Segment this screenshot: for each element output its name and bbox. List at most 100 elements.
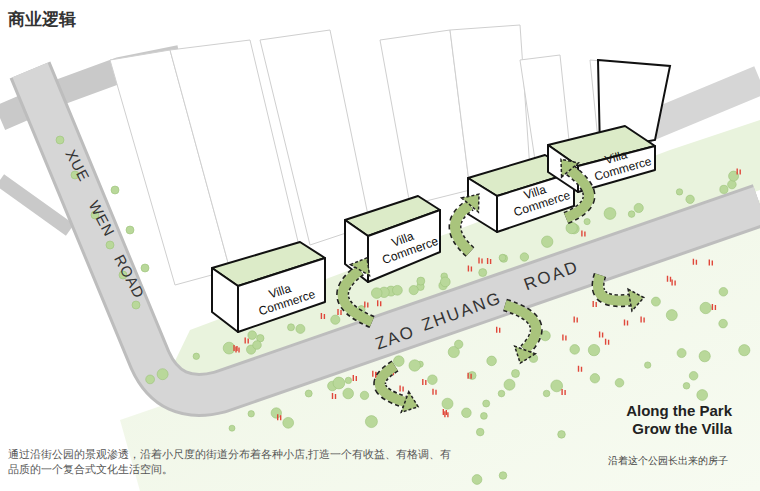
tree <box>472 475 482 485</box>
person <box>562 389 565 395</box>
tree <box>440 277 450 287</box>
tree <box>720 185 728 193</box>
tree <box>590 374 599 383</box>
title: 商业逻辑 <box>8 8 76 31</box>
arrow-outline <box>598 275 630 301</box>
person <box>737 168 740 174</box>
caption: 通过沿街公园的景观渗透，沿着小尺度的街道分布着各种小店,打造一个有收益、有格调、… <box>8 447 460 477</box>
tree <box>499 254 506 261</box>
tower-outlines <box>110 25 665 285</box>
tree <box>111 186 119 194</box>
person <box>606 339 609 345</box>
tree <box>677 349 686 358</box>
tree <box>628 211 635 218</box>
person <box>488 258 491 264</box>
person <box>400 386 403 392</box>
person <box>373 371 376 377</box>
tree <box>542 236 553 247</box>
tree <box>604 208 616 220</box>
person <box>468 266 471 272</box>
tree <box>481 413 488 420</box>
arrow-body <box>455 205 470 252</box>
person <box>433 389 436 395</box>
tree <box>345 377 351 383</box>
tree <box>483 400 490 407</box>
person <box>712 304 715 310</box>
person <box>709 260 712 266</box>
tree <box>666 310 677 321</box>
person <box>479 257 482 263</box>
person <box>668 276 671 282</box>
tree <box>676 189 682 195</box>
person <box>582 231 585 237</box>
tree <box>141 264 149 272</box>
tree <box>468 372 476 380</box>
person <box>625 320 628 326</box>
person <box>497 327 500 333</box>
person <box>245 338 248 344</box>
person <box>353 375 356 381</box>
villa-volumes <box>212 126 655 332</box>
tree <box>739 345 750 356</box>
arrow-head <box>510 346 535 367</box>
person <box>338 309 341 315</box>
arrow-head <box>401 392 422 417</box>
tree <box>106 241 114 249</box>
arrow-body <box>598 275 630 301</box>
tree <box>157 369 168 380</box>
tree <box>699 351 710 362</box>
tree <box>360 391 368 399</box>
tree <box>558 431 566 439</box>
tree <box>500 255 508 263</box>
tree <box>697 390 708 401</box>
tree <box>462 408 472 418</box>
arrow-body <box>566 170 589 218</box>
tree <box>248 331 257 340</box>
tree <box>126 226 134 234</box>
slogan: Along the Park Grow the Villa <box>604 402 732 438</box>
person <box>672 280 675 286</box>
tree <box>343 388 354 399</box>
arrow-body <box>343 270 372 322</box>
arrow-head <box>628 287 646 311</box>
trees <box>56 136 750 484</box>
person <box>321 313 324 319</box>
tree <box>283 417 294 428</box>
tree <box>700 302 711 313</box>
tree <box>229 425 235 431</box>
person <box>333 393 336 399</box>
tree <box>365 416 377 428</box>
tree <box>248 411 254 417</box>
tree <box>566 222 577 233</box>
tree <box>512 370 520 378</box>
person <box>600 331 603 337</box>
tree <box>728 180 737 189</box>
tree <box>504 379 515 390</box>
tree <box>615 379 624 388</box>
tree <box>543 390 550 397</box>
person <box>443 409 446 415</box>
arrow-head <box>462 187 488 212</box>
person <box>593 301 596 307</box>
tree <box>371 288 382 299</box>
arrow-body <box>505 305 536 350</box>
tree <box>588 344 599 355</box>
arrow-body <box>380 366 405 402</box>
tree <box>223 342 235 354</box>
person <box>278 414 281 420</box>
tree <box>719 319 728 328</box>
tree <box>683 383 690 390</box>
person <box>236 347 239 353</box>
tree <box>570 345 580 355</box>
tree <box>476 428 484 436</box>
person <box>574 317 577 323</box>
tree <box>331 315 340 324</box>
person <box>579 366 582 372</box>
arrow-head <box>350 252 376 275</box>
tree <box>393 285 403 295</box>
tree <box>689 372 698 381</box>
tree <box>651 297 660 306</box>
tree <box>645 362 651 368</box>
arrow-outline <box>505 305 536 350</box>
person <box>365 302 368 308</box>
